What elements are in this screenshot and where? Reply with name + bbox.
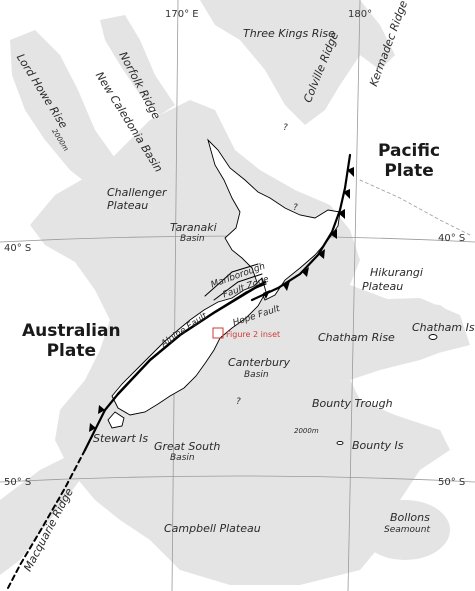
campbell-plateau-label: Campbell Plateau	[164, 522, 261, 535]
lord-howe-rise-shelf	[10, 30, 140, 200]
tooth	[338, 209, 345, 219]
tooth	[347, 167, 354, 177]
parallel-50	[0, 475, 475, 483]
tooth	[283, 281, 290, 291]
lon-170-label: 170° E	[165, 9, 199, 20]
lat-50-right-label: 50° S	[438, 477, 466, 488]
bollons-patch	[360, 500, 450, 560]
unknown-mark: ?	[236, 397, 241, 407]
norfolk-ridge-shelf	[100, 15, 175, 115]
marlborough-fault-1	[204, 263, 259, 297]
northern-ridges-shelf	[200, 0, 395, 125]
challenger-plateau-l1: Challenger	[107, 186, 167, 199]
tooth	[330, 229, 337, 239]
chatham-island	[428, 334, 438, 340]
challenger-plateau-l2: Plateau	[107, 199, 149, 212]
tooth	[318, 249, 325, 259]
macquarie-ridge-dashed	[7, 449, 86, 589]
pacific-plate-line2: Plate	[384, 160, 434, 181]
great-south-basin-l1: Great South	[154, 440, 221, 453]
bounty-island	[336, 440, 344, 446]
subduction-teeth	[89, 167, 354, 432]
marlborough-fault-2	[213, 273, 263, 301]
three-kings-rise-label: Three Kings Rise	[243, 27, 335, 40]
taranaki-basin-l1: Taranaki	[170, 221, 217, 234]
chatham-rise-label: Chatham Rise	[318, 331, 395, 344]
australian-plate-label: Australian Plate	[22, 321, 121, 361]
meridian-180	[347, 0, 361, 591]
tooth	[98, 405, 105, 414]
stewart-island	[107, 411, 125, 429]
bathymetry-shelf	[0, 0, 470, 585]
macquarie-ridge-shelf	[0, 455, 80, 575]
unknown-mark: ?	[283, 123, 288, 133]
south-island	[111, 277, 267, 416]
bounty-trough-label: Bounty Trough	[312, 397, 393, 410]
lat-50-left-label: 50° S	[4, 477, 32, 488]
bollons-seamount-l2: Seamount	[384, 525, 430, 535]
figure-2-inset-box	[212, 327, 224, 339]
taranaki-basin-l2: Basin	[180, 234, 205, 244]
canterbury-basin-l1: Canterbury	[228, 356, 290, 369]
hope-fault-line	[223, 283, 267, 307]
pacific-plate-label: Pacific Plate	[378, 141, 441, 181]
north-island	[207, 138, 341, 301]
great-south-basin-l2: Basin	[170, 453, 195, 463]
landmass	[107, 138, 438, 446]
figure-2-inset-label: Figure 2 inset	[226, 330, 281, 339]
bounty-is-label: Bounty Is	[352, 439, 404, 452]
lat-40-left-label: 40° S	[4, 243, 32, 254]
unknown-mark: ?	[293, 203, 298, 213]
canterbury-basin-l2: Basin	[244, 370, 269, 380]
depth-label-east: 2000m	[294, 427, 319, 435]
zealandia-shelf	[30, 100, 462, 585]
australian-plate-line1: Australian	[22, 321, 121, 341]
puysegur-trench	[83, 392, 120, 452]
tooth	[263, 290, 270, 299]
hikurangi-plateau-l2: Plateau	[362, 280, 404, 293]
lat-40-right-label: 40° S	[438, 233, 466, 244]
tooth	[302, 267, 309, 277]
tooth	[343, 189, 350, 199]
kermadec-dashed	[359, 179, 471, 236]
stewart-is-label: Stewart Is	[93, 432, 149, 445]
tooth	[89, 423, 96, 432]
chatham-rise-shelf	[295, 298, 470, 355]
meridian-170	[171, 0, 179, 591]
australian-plate-line2: Plate	[46, 340, 96, 361]
hikurangi-plateau-l1: Hikurangi	[370, 266, 423, 279]
chatham-is-label: Chatham Is	[412, 321, 475, 334]
lon-180-label: 180°	[348, 9, 373, 20]
bollons-seamount-l1: Bollons	[390, 511, 430, 524]
pacific-plate-line1: Pacific	[378, 141, 441, 161]
